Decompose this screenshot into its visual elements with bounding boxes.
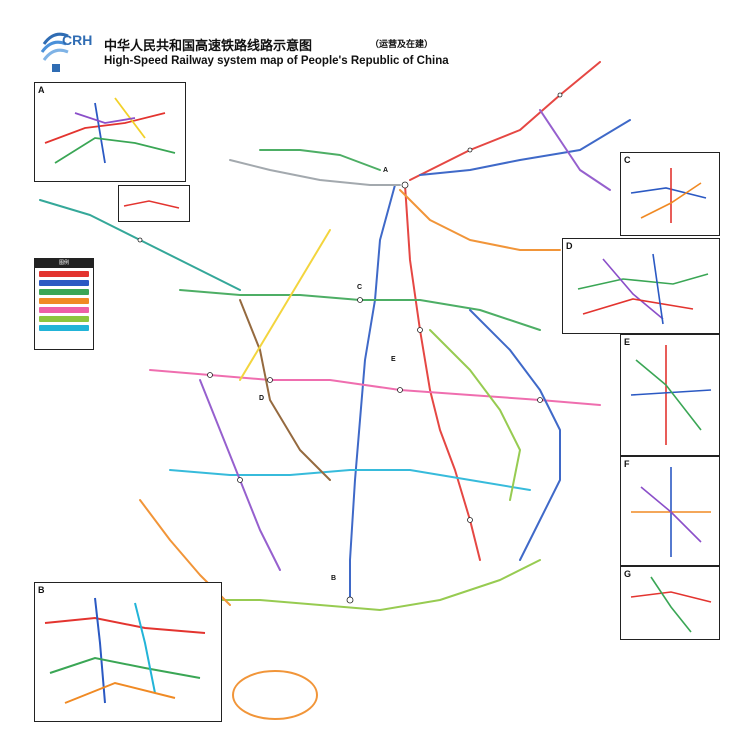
inset-map-d: D: [562, 238, 720, 334]
inset-b-network: [44, 597, 206, 704]
rail-line-east-west-2: [149, 369, 601, 406]
inset-e-network: [630, 345, 712, 445]
rail-line-south-coast: [199, 559, 541, 611]
station-marker: [417, 327, 423, 333]
station-marker: [357, 297, 363, 303]
station-marker: [237, 477, 243, 483]
inset-letter: B: [38, 585, 45, 595]
inset-map-f: F: [620, 456, 720, 566]
inset-d-network: [577, 253, 709, 325]
inset-g-network: [630, 576, 712, 633]
crh-logo-icon: [40, 32, 69, 72]
rail-line-east-west-3: [169, 469, 531, 491]
inset-a-network: [44, 97, 176, 164]
map-header: CRH 中华人民共和国高速铁路线路示意图 （运营及在建） High-Speed …: [40, 26, 460, 76]
rail-line-east-inland: [429, 329, 521, 501]
map-title-english: High-Speed Railway system map of People'…: [104, 55, 449, 67]
rail-line-north-2: [259, 149, 381, 171]
inset-letter: G: [624, 569, 632, 579]
inset-map-g: G: [620, 566, 720, 640]
legend-swatch: [39, 280, 89, 286]
map-title-chinese-subtitle: （运营及在建）: [370, 40, 434, 50]
inset-map-c: C: [620, 152, 720, 236]
inset-letter: F: [624, 459, 630, 469]
inset-letter: E: [624, 337, 631, 347]
map-legend: 图例: [34, 258, 94, 350]
rail-line-east-west-1: [179, 289, 541, 331]
legend-swatch: [39, 298, 89, 304]
legend-swatch: [39, 325, 89, 331]
station-marker: [467, 147, 473, 153]
inset-map-small: [118, 185, 190, 222]
inset-f-network: [631, 467, 711, 557]
rail-line-diagonal-2: [239, 229, 331, 381]
map-letter-marker: D: [258, 395, 266, 402]
map-letter-marker: B: [330, 575, 338, 582]
rail-line-north: [229, 159, 401, 186]
rail-line-northeast-3: [539, 109, 611, 191]
station-marker: [467, 517, 473, 523]
rail-line-northeast-2: [419, 119, 631, 176]
inset-letter: D: [566, 241, 573, 251]
map-title-chinese: 中华人民共和国高速铁路线路示意图: [104, 39, 313, 54]
map-letter-marker: C: [356, 284, 364, 291]
inset-map-b: B: [34, 582, 222, 722]
legend-swatch: [39, 271, 89, 277]
inset-letter: A: [38, 85, 45, 95]
rail-line-east-coast: [469, 309, 561, 561]
station-marker: [267, 377, 273, 383]
station-marker: [401, 181, 409, 189]
station-marker: [537, 397, 543, 403]
map-letter-marker: A: [382, 167, 390, 174]
station-marker: [137, 237, 143, 243]
inset-letter: C: [624, 155, 631, 165]
crh-logo-text: CRH: [62, 32, 93, 48]
inset-small-network: [123, 200, 180, 209]
inset-map-a: A: [34, 82, 186, 182]
station-marker: [557, 92, 563, 98]
inset-map-e: E: [620, 334, 720, 456]
station-marker: [346, 596, 354, 604]
legend-swatch: [39, 289, 89, 295]
rail-line-northeast: [409, 61, 601, 181]
map-letter-marker: E: [390, 356, 397, 363]
legend-swatch: [39, 307, 89, 313]
inset-c-network: [630, 168, 707, 223]
station-marker: [207, 372, 213, 378]
station-marker: [397, 387, 403, 393]
legend-swatch: [39, 316, 89, 322]
rail-line-east-branch: [399, 189, 561, 251]
rail-line-north-south-east: [404, 184, 481, 561]
legend-title: 图例: [35, 259, 93, 268]
rail-line-hainan-ring: [232, 670, 318, 720]
rail-line-north-south-central: [349, 184, 396, 601]
rail-line-diagonal: [239, 299, 331, 481]
